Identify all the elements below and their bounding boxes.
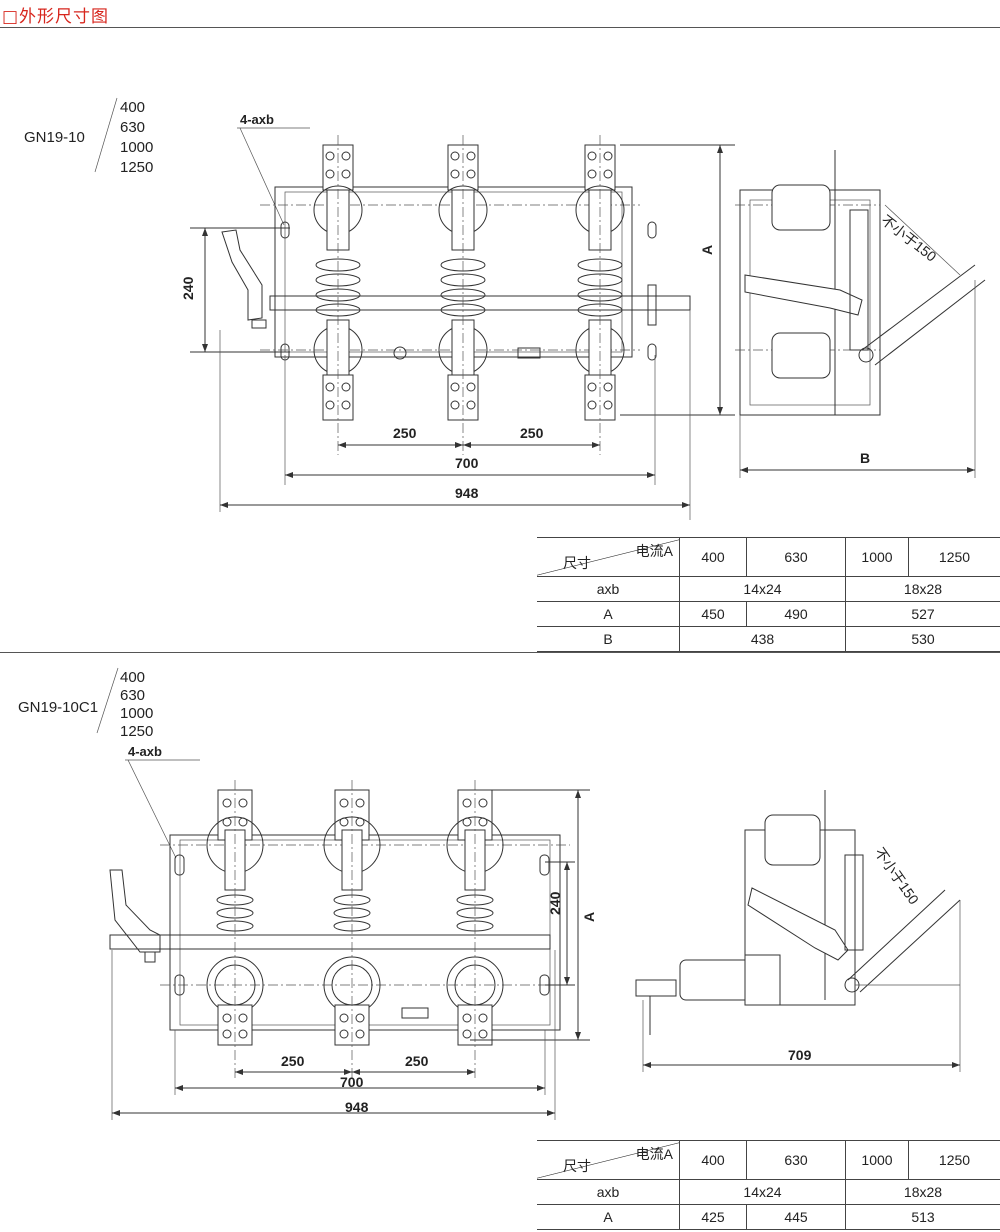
svg-text:400: 400 xyxy=(120,99,145,116)
svg-text:240: 240 xyxy=(547,891,563,915)
svg-text:1250: 1250 xyxy=(120,723,153,740)
cell: 527 xyxy=(845,601,1000,627)
cell: 490 xyxy=(746,601,846,627)
table2-col-1000: 1000 xyxy=(845,1140,909,1180)
svg-text:630: 630 xyxy=(120,119,145,136)
row-label: axb xyxy=(537,576,680,602)
svg-text:A: A xyxy=(581,912,597,922)
cell: 14x24 xyxy=(679,576,846,602)
svg-text:1000: 1000 xyxy=(120,139,153,156)
cell: 425 xyxy=(679,1204,747,1230)
cell: 438 xyxy=(679,626,846,652)
table2-col-400: 400 xyxy=(679,1140,747,1180)
drawing1-side-view: 不小于150 B xyxy=(735,150,986,478)
table-row: A 450 490 527 xyxy=(537,601,1000,627)
table1-col-1250: 1250 xyxy=(908,537,1000,577)
svg-text:948: 948 xyxy=(455,485,479,501)
row-label: axb xyxy=(537,1179,680,1205)
table1-col-400: 400 xyxy=(679,537,747,577)
cell: 18x28 xyxy=(845,1179,1000,1205)
table1-col-1000: 1000 xyxy=(845,537,909,577)
cell: 14x24 xyxy=(679,1179,846,1205)
svg-text:250: 250 xyxy=(405,1053,429,1069)
table-row: axb 14x24 18x28 xyxy=(537,576,1000,602)
svg-text:250: 250 xyxy=(393,425,417,441)
svg-text:4-axb: 4-axb xyxy=(128,744,162,759)
title-underline xyxy=(0,27,1000,28)
section-divider xyxy=(0,652,1000,653)
drawing1-model-label: GN19-10 400 630 1000 1250 xyxy=(24,97,153,176)
table2-col-630: 630 xyxy=(746,1140,846,1180)
drawing2-front-view: 4-axb xyxy=(109,744,597,1120)
table-row: axb 14x24 18x28 xyxy=(537,1179,1000,1205)
drawing1-front-view: 4-axb xyxy=(180,112,735,520)
table-row: B 438 530 xyxy=(537,626,1000,652)
svg-text:GN19-10C1: GN19-10C1 xyxy=(18,699,98,716)
row-label: A xyxy=(537,1204,680,1230)
svg-text:1000: 1000 xyxy=(120,705,153,722)
svg-text:240: 240 xyxy=(180,276,196,300)
table2-col-1250: 1250 xyxy=(908,1140,1000,1180)
section-title: □外形尺寸图 xyxy=(2,7,110,27)
svg-text:B: B xyxy=(860,450,870,466)
svg-text:400: 400 xyxy=(120,669,145,686)
row-label: A xyxy=(537,601,680,627)
cell: 18x28 xyxy=(845,576,1000,602)
hole-label: 4-axb xyxy=(240,112,274,127)
svg-text:A: A xyxy=(699,245,715,255)
table-row: A 425 445 513 xyxy=(537,1204,1000,1230)
table1-col-630: 630 xyxy=(746,537,846,577)
cell: 450 xyxy=(679,601,747,627)
cell: 530 xyxy=(845,626,1000,652)
svg-text:1250: 1250 xyxy=(120,159,153,176)
svg-text:250: 250 xyxy=(520,425,544,441)
cell: 513 xyxy=(845,1204,1000,1230)
svg-text:709: 709 xyxy=(788,1047,812,1063)
svg-text:948: 948 xyxy=(345,1099,369,1115)
drawing2-model-label: GN19-10C1 400 630 1000 1250 xyxy=(18,667,153,740)
svg-text:GN19-10: GN19-10 xyxy=(24,129,85,146)
svg-text:630: 630 xyxy=(120,687,145,704)
svg-text:250: 250 xyxy=(281,1053,305,1069)
svg-text:700: 700 xyxy=(455,455,479,471)
row-label: B xyxy=(537,626,680,652)
cell: 445 xyxy=(746,1204,846,1230)
svg-text:不小于150: 不小于150 xyxy=(878,212,940,265)
drawing2-side-view: 不小于150 709 xyxy=(635,790,961,1072)
svg-text:不小于150: 不小于150 xyxy=(872,845,923,908)
svg-text:700: 700 xyxy=(340,1074,364,1090)
